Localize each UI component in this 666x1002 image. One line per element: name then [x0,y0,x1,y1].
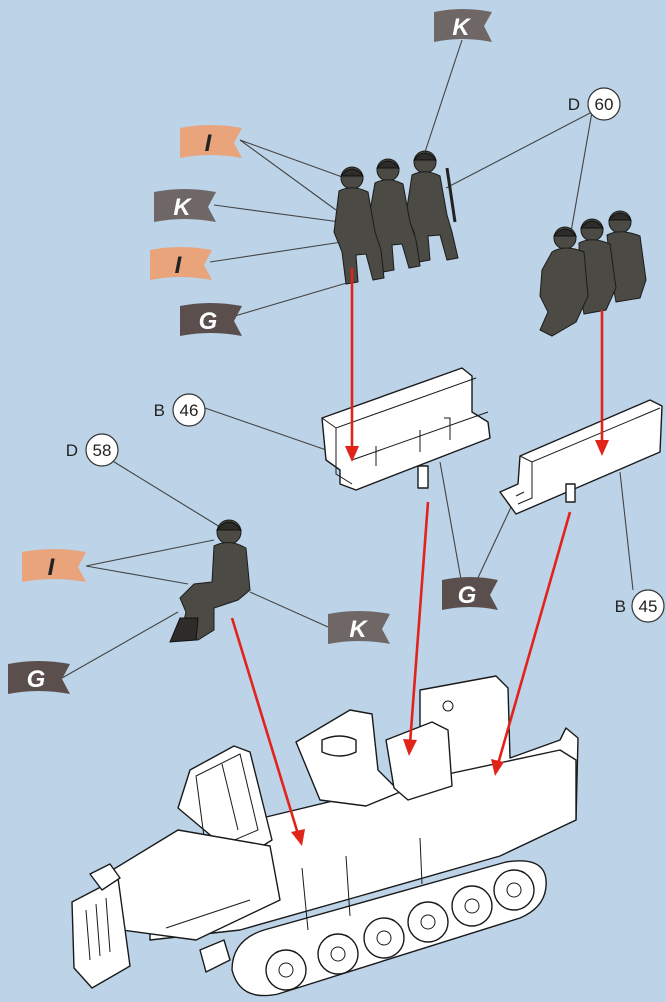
flag-label: G [458,582,477,609]
part-d60: D 60 [568,87,621,121]
flag-label: I [205,130,213,157]
flag-k-2: K [154,189,216,222]
road-wheels [265,869,535,991]
assembly-arrows [230,268,609,846]
leader-lines [61,39,634,679]
flag-g-left: G [8,661,70,694]
part-number: 58 [93,441,112,460]
flag-k-mid: K [328,611,390,644]
part-number: 60 [595,95,614,114]
flag-label: K [452,14,471,41]
flag-label: K [349,616,368,643]
flag-label: G [27,666,46,693]
flag-g-4: G [180,303,242,336]
flag-label: I [175,252,183,279]
part-prefix: D [568,95,580,114]
part-b46: B 46 [154,393,206,427]
flag-label: I [48,554,56,581]
bench-part-b46 [321,367,491,491]
seated-soldier-single [169,519,251,643]
flag-k-top: K [434,9,492,42]
flag-i-1: I [180,125,242,158]
part-number: 46 [180,401,199,420]
flag-i-3: I [150,247,212,280]
flag-g-mid: G [442,577,498,610]
part-number: 45 [639,597,658,616]
part-prefix: D [66,441,78,460]
part-d58: D 58 [66,433,119,467]
flag-label: G [199,308,218,335]
flag-label: K [173,194,192,221]
part-prefix: B [154,401,165,420]
part-prefix: B [615,597,626,616]
flag-i-left: I [22,549,86,582]
seated-soldiers-group-right [539,210,647,337]
seated-soldiers-group-left [333,150,459,285]
part-b45: B 45 [615,589,665,623]
halftrack-vehicle [71,675,579,997]
bench-part-b45 [499,399,663,515]
